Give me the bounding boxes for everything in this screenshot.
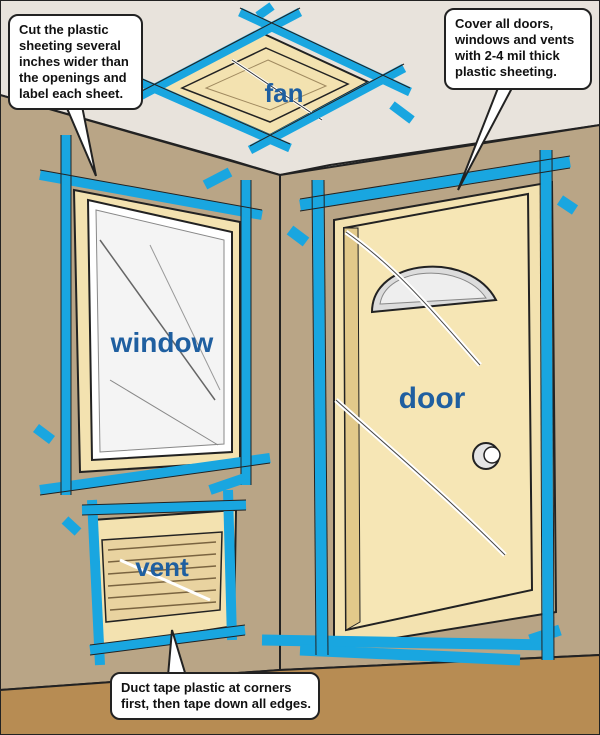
callout-cut-line: the openings and bbox=[19, 70, 127, 85]
callout-cover-line: windows and vents bbox=[455, 32, 575, 47]
callout-cover-line: with 2-4 mil thick bbox=[455, 48, 560, 63]
callout-cut-line: Cut the plastic bbox=[19, 22, 109, 37]
callout-cut-line: inches wider than bbox=[19, 54, 129, 69]
door-cover bbox=[261, 149, 579, 666]
callout-cover-openings: Cover all doors, windows and vents with … bbox=[444, 8, 592, 90]
door-label: door bbox=[399, 382, 466, 415]
callout-tape-line: first, then tape down all edges. bbox=[121, 696, 311, 711]
window-cover bbox=[33, 135, 271, 496]
vent-cover bbox=[61, 473, 247, 666]
fan-cover bbox=[137, 2, 415, 154]
callout-duct-tape: Duct tape plastic at corners first, then… bbox=[110, 672, 320, 720]
callout-cut-line: sheeting several bbox=[19, 38, 121, 53]
window-label: window bbox=[110, 327, 214, 358]
callout-tape-line: Duct tape plastic at corners bbox=[121, 680, 292, 695]
callout-cover-line: Cover all doors, bbox=[455, 16, 554, 31]
callout-cover-line: plastic sheeting. bbox=[455, 64, 557, 79]
callout-cut-line: label each sheet. bbox=[19, 86, 124, 101]
vent-label: vent bbox=[135, 552, 189, 582]
callout-cut-sheeting: Cut the plastic sheeting several inches … bbox=[8, 14, 143, 110]
fan-label: fan bbox=[265, 78, 304, 108]
